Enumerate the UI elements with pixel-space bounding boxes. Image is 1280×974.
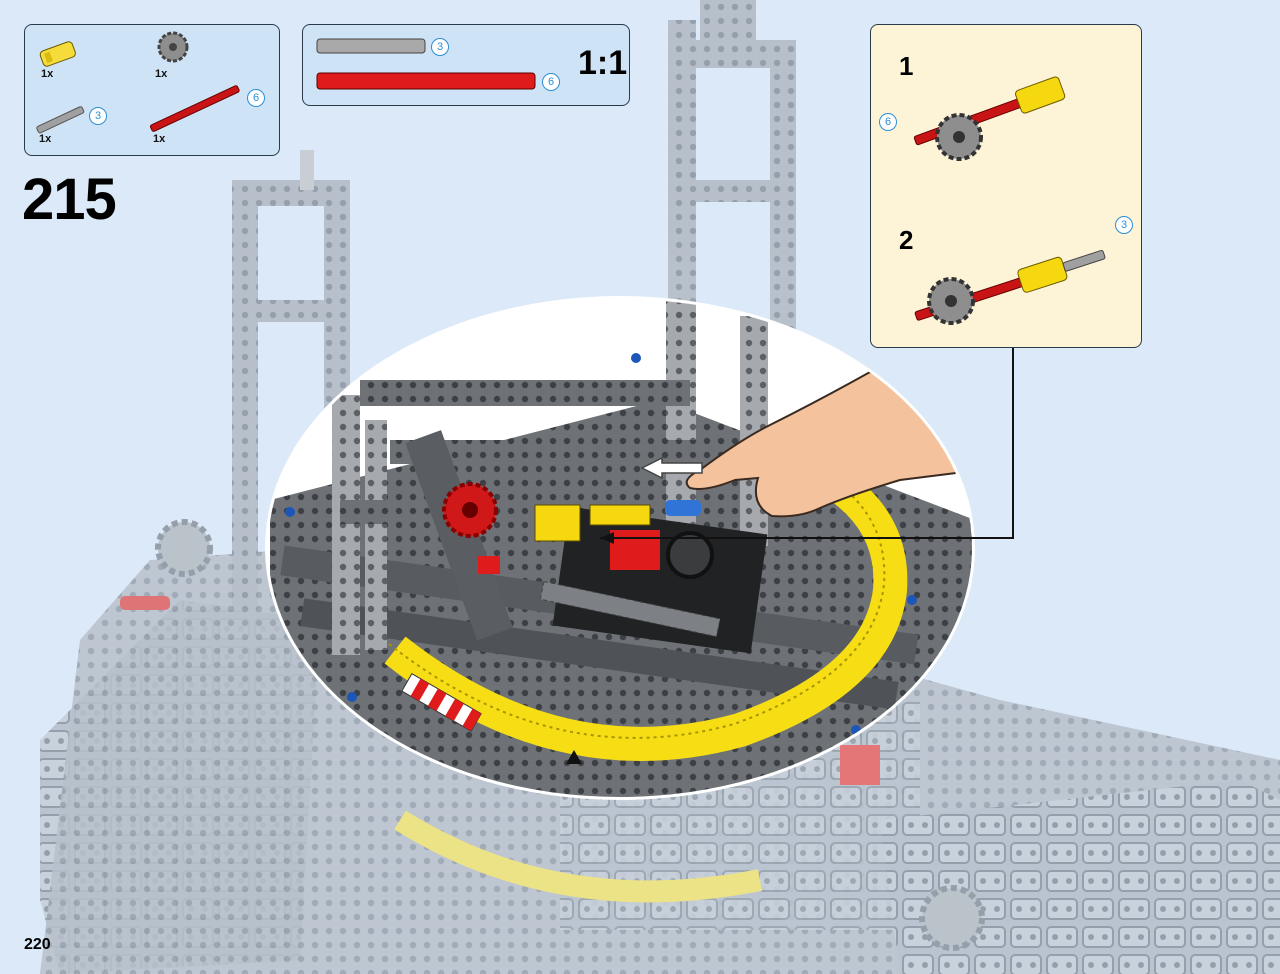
axle-scale-panel: 3 6: [302, 24, 630, 106]
part-qty: 1x: [155, 68, 168, 80]
axle-length-badge: 6: [879, 113, 897, 131]
part-qty: 1x: [41, 68, 54, 80]
grey-axle-icon: [36, 106, 85, 134]
parts-illustrations: [36, 31, 240, 134]
sub-step-number: 1: [899, 51, 914, 81]
grey-axle-scale: [316, 38, 426, 54]
sub-step-2-illustration: [914, 249, 1106, 325]
axle-length-badge: 3: [89, 107, 107, 125]
red-axle-icon: [149, 85, 240, 132]
part-qty: 1x: [39, 133, 52, 145]
callout-line: [600, 346, 1014, 539]
axle-length-badge: 3: [1115, 216, 1133, 234]
page-number: 220: [24, 936, 51, 953]
axle-length-badge: 6: [542, 73, 560, 91]
parts-list-panel: 1x 1x 1x 1x 3 6: [24, 24, 280, 156]
sub-assembly-illustrations: [913, 76, 1106, 325]
sub-assembly-callout: 1 6 2 3: [870, 24, 1142, 348]
axle-length-badge: 6: [247, 89, 265, 107]
sub-step-1-illustration: [913, 76, 1066, 161]
scale-label: 1:1: [578, 44, 628, 82]
step-number: 215: [22, 167, 117, 232]
axle-length-badge: 3: [431, 38, 449, 56]
sub-step-number: 2: [899, 225, 914, 255]
axle-scale-illustrations: [316, 38, 536, 90]
zoom-detail: [270, 300, 972, 797]
part-qty: 1x: [153, 133, 166, 145]
yellow-connector-icon: [39, 41, 76, 67]
red-axle-scale: [316, 72, 536, 90]
gear-icon: [157, 31, 189, 63]
